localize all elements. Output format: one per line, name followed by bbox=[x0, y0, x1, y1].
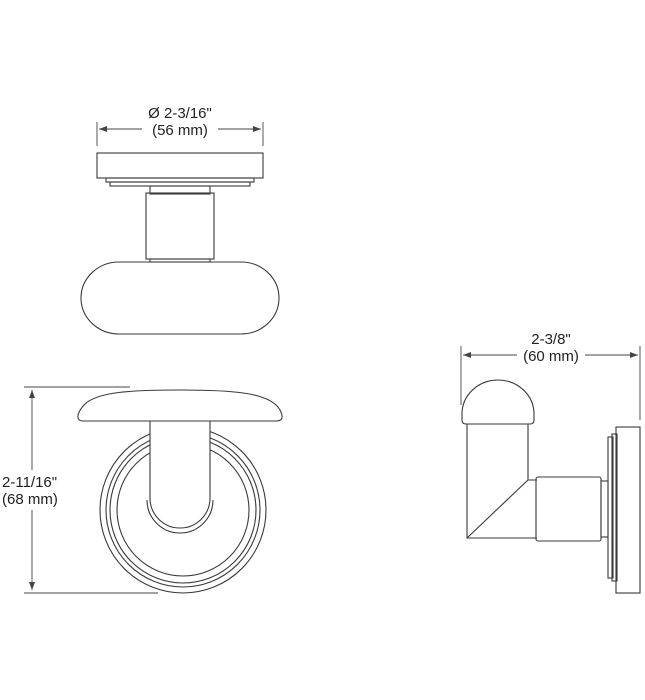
side-view bbox=[460, 346, 641, 594]
front-dimension-imperial: 2-11/16" bbox=[2, 474, 58, 491]
side-dimension-metric: (60 mm) bbox=[523, 348, 579, 365]
front-dimension-label: 2-11/16" (68 mm) bbox=[2, 474, 66, 508]
side-width-dimension bbox=[460, 346, 641, 420]
top-view bbox=[80, 122, 280, 335]
side-dimension-label: 2-3/8" (60 mm) bbox=[517, 331, 585, 365]
front-dimension-metric: (68 mm) bbox=[2, 491, 58, 508]
side-dimension-imperial: 2-3/8" bbox=[531, 331, 571, 348]
top-dimension-imperial: Ø 2-3/16" bbox=[148, 105, 212, 122]
front-view bbox=[24, 386, 283, 594]
front-height-dimension bbox=[24, 386, 158, 594]
top-width-dimension bbox=[96, 122, 264, 146]
top-dimension-metric: (56 mm) bbox=[152, 122, 208, 139]
top-dimension-label: Ø 2-3/16" (56 mm) bbox=[142, 105, 218, 139]
